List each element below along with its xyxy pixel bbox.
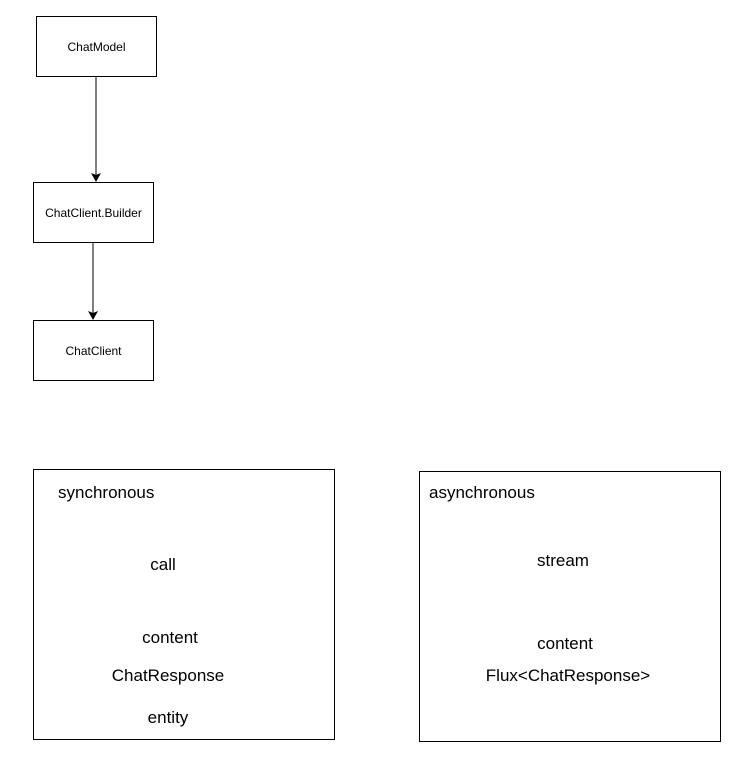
async-item-flux-chat-response: Flux<ChatResponse> [485,666,651,685]
sync-item-call: call [150,555,176,574]
group-synchronous[interactable]: synchronous call content ChatResponse en… [33,469,335,740]
async-item-content: content [537,634,593,653]
node-chat-model-label: ChatModel [67,39,126,54]
sync-item-chat-response: ChatResponse [111,666,225,685]
node-chat-client-label: ChatClient [65,343,122,358]
node-chat-client-builder[interactable]: ChatClient.Builder [33,182,154,243]
async-item-stream: stream [537,551,589,570]
sync-item-entity: entity [147,708,189,727]
node-chat-client[interactable]: ChatClient [33,320,154,381]
sync-item-content: content [142,628,198,647]
group-asynchronous-title: asynchronous [429,483,535,502]
group-asynchronous[interactable]: asynchronous stream content Flux<ChatRes… [419,471,721,742]
group-synchronous-title: synchronous [58,483,155,502]
node-chat-client-builder-label: ChatClient.Builder [45,205,142,220]
node-chat-model[interactable]: ChatModel [36,16,157,77]
